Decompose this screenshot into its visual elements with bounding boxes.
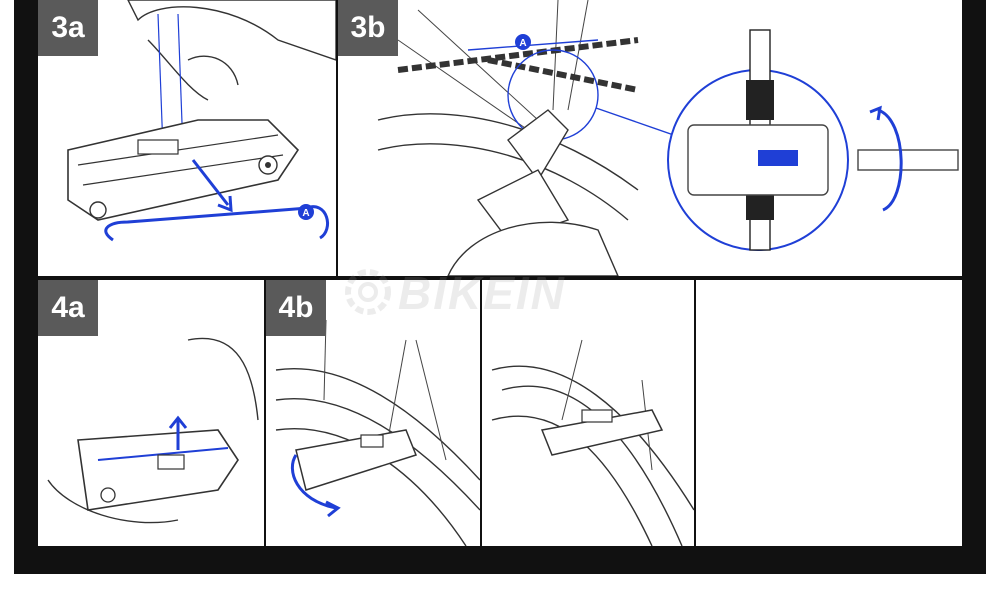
panel-4c xyxy=(482,280,694,546)
step-label-4a: 4a xyxy=(38,280,98,336)
marker-a-3b: A xyxy=(519,38,526,49)
panel-3a-illustration: A xyxy=(67,0,336,242)
step-label-3b: 3b xyxy=(338,0,398,56)
panel-3b: A 3b xyxy=(338,0,962,276)
panel-4a-illustration xyxy=(47,337,259,524)
step-label-4b: 4b xyxy=(266,280,326,336)
instruction-frame: A 3a A xyxy=(14,0,986,574)
panel-4b-illustration xyxy=(275,319,480,546)
panel-3b-illustration: A xyxy=(377,0,959,276)
panel-3a: A 3a xyxy=(38,0,336,276)
panel-4a: 4a xyxy=(38,280,264,546)
panel-4c-illustration xyxy=(491,339,694,546)
bottom-margin xyxy=(0,574,1000,596)
panel-4b: 4b xyxy=(266,280,480,546)
panel-4d xyxy=(696,280,962,546)
marker-a-3a: A xyxy=(302,208,309,219)
step-label-3a: 3a xyxy=(38,0,98,56)
